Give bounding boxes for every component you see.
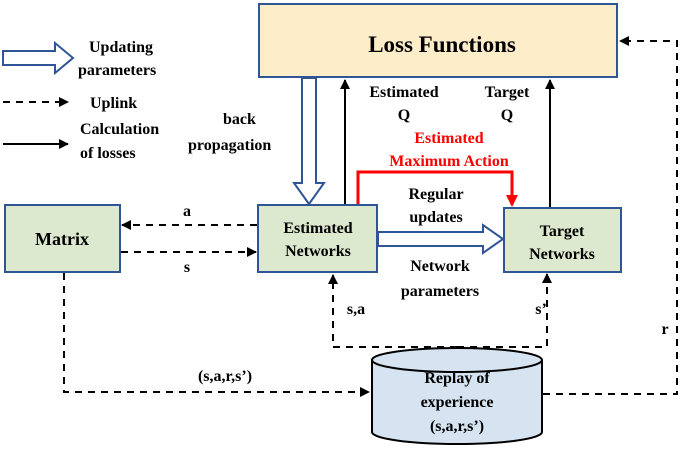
estimated-q-label-2: Q: [398, 107, 410, 124]
estimated-networks-label-1: Estimated: [283, 220, 352, 237]
legend-hollow-arrow-icon: [2, 40, 75, 76]
reward-dashed-arrow: [543, 36, 678, 395]
action-label: a: [183, 203, 191, 220]
legend-calc-label-1: Calculation: [80, 121, 159, 138]
regular-updates-arrow: [377, 223, 505, 255]
state-label: s: [184, 259, 190, 276]
estimated-networks-node: Estimated Networks: [257, 204, 378, 273]
target-networks-label-1: Target: [540, 223, 585, 240]
legend-uplink-label: Uplink: [90, 95, 137, 112]
loss-functions-node: Loss Functions: [258, 3, 618, 78]
sample-target-dashed-line: [457, 273, 552, 348]
max-action-label-1: Estimated: [414, 130, 483, 147]
experience-dashed-arrow: [63, 273, 370, 397]
sample-dashed-line: [328, 274, 457, 348]
replay-label-2: experience: [421, 394, 494, 411]
back-propagation-label-1: back: [223, 111, 256, 128]
estimated-networks-label-2: Networks: [285, 243, 351, 260]
max-action-arrow: [356, 170, 518, 207]
regular-updates-label-1: Regular: [408, 186, 463, 203]
estimated-q-label-1: Estimated: [369, 84, 438, 101]
target-networks-label-2: Networks: [529, 246, 595, 263]
sa-label: s,a: [347, 301, 365, 318]
target-q-label-2: Q: [501, 107, 513, 124]
matrix-label: Matrix: [35, 229, 89, 249]
back-propagation-arrow: [292, 77, 326, 206]
legend-calc-label-2: of losses: [80, 145, 136, 162]
reward-label: r: [661, 321, 668, 338]
sars-label: (s,a,r,s’): [198, 368, 252, 385]
replay-label-1: Replay of: [424, 370, 490, 387]
matrix-node: Matrix: [4, 204, 121, 273]
max-action-label-2: Maximum Action: [389, 153, 509, 170]
network-parameters-label-2: parameters: [401, 283, 479, 300]
replay-label-3: (s,a,r,s’): [430, 418, 484, 435]
target-q-label-1: Target: [485, 84, 530, 101]
back-propagation-label-2: propagation: [188, 137, 271, 154]
target-networks-node: Target Networks: [503, 207, 622, 273]
replay-experience-node: Replay of experience (s,a,r,s’): [371, 347, 543, 445]
legend-updating-label-2: parameters: [78, 62, 156, 79]
legend: Updating parameters Uplink Calculation o…: [2, 39, 159, 162]
s-prime-label: s’: [535, 301, 547, 318]
network-parameters-label-1: Network: [410, 258, 470, 275]
legend-updating-label-1: Updating: [89, 39, 153, 56]
regular-updates-label-2: updates: [409, 209, 462, 226]
loss-functions-label: Loss Functions: [368, 32, 516, 57]
